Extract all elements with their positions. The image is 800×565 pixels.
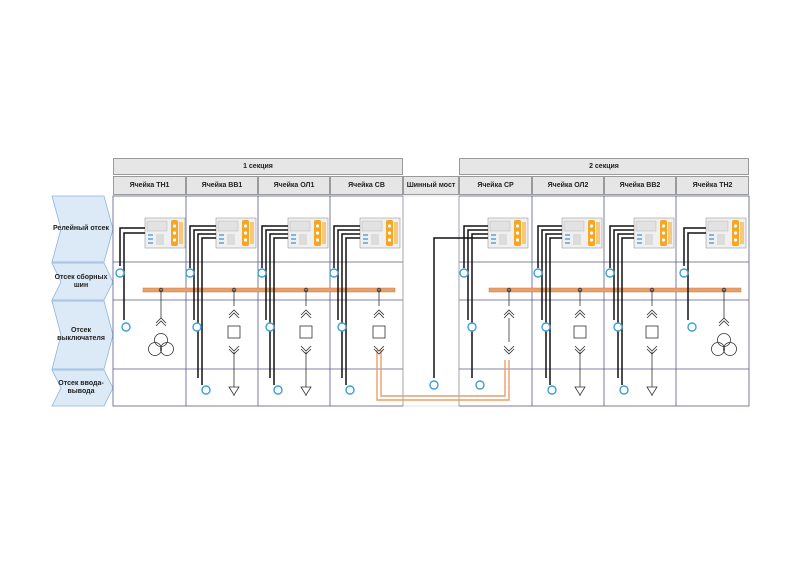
breaker-symbol-vv2 [645, 290, 659, 396]
compartment-label-io: Отсек ввода-вывода [58, 380, 104, 395]
bus-bridge-link [376, 350, 510, 401]
disconnector-symbol-sr [503, 290, 515, 355]
relay-tn1 [144, 217, 186, 249]
relay-vv2 [633, 217, 675, 249]
breaker-symbol-ol2 [573, 290, 587, 396]
compartment-label-relay: Релейный отсек [52, 225, 110, 232]
control-cables [119, 225, 706, 385]
compartment-label-bg-busbar [51, 262, 114, 301]
relay-sv [359, 217, 401, 249]
vt-symbol-tn1 [148, 290, 174, 356]
cell-header-bus-bridge: Шинный мост [403, 176, 459, 195]
relay-vv1 [215, 217, 257, 249]
busbar-section-1 [142, 287, 396, 293]
compartment-label-bg-io [51, 369, 114, 407]
busbar-section-2 [488, 287, 742, 293]
relay-ol2 [561, 217, 603, 249]
compartment-label-bg-relay [51, 195, 114, 263]
breaker-symbol-vv1 [227, 290, 241, 396]
relay-ol1 [287, 217, 329, 249]
breaker-symbol-sv [372, 290, 386, 355]
cell-header-tn2: Ячейка ТН2 [676, 176, 749, 195]
vt-symbol-tn2 [711, 290, 737, 356]
cell-grid [112, 195, 750, 407]
compartment-label-breaker: Отсек выключателя [57, 327, 105, 342]
cell-header-tn1: Ячейка ТН1 [113, 176, 186, 195]
section-header-1: 1 секция [113, 158, 403, 175]
relay-tn2 [705, 217, 747, 249]
cell-header-sr: Ячейка СР [459, 176, 532, 195]
compartment-label-busbar: Отсек сборных шин [54, 273, 108, 289]
section-header-2: 2 секция [459, 158, 749, 175]
relay-sr [487, 217, 529, 249]
cell-header-ol1: Ячейка ОЛ1 [258, 176, 330, 195]
cell-header-ol2: Ячейка ОЛ2 [532, 176, 604, 195]
cell-header-sv: Ячейка СВ [330, 176, 403, 195]
cell-header-vv2: Ячейка ВВ2 [604, 176, 676, 195]
cell-header-vv1: Ячейка ВВ1 [186, 176, 258, 195]
compartment-label-bg-breaker [51, 300, 114, 370]
breaker-symbol-ol1 [299, 290, 313, 396]
